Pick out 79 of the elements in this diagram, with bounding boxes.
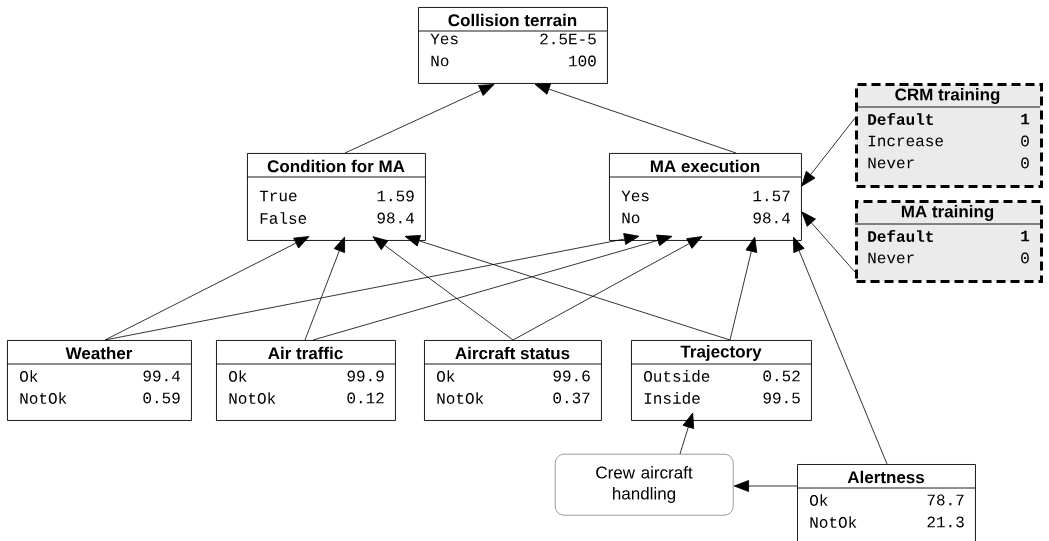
state-name: NotOk — [810, 516, 857, 528]
state-name: Ok — [20, 370, 38, 382]
node-title: Air traffic — [268, 346, 343, 360]
state-name: Outside — [644, 370, 710, 382]
network-node — [630, 340, 812, 421]
arrow — [801, 117, 856, 187]
state-name: False — [260, 212, 307, 224]
state-name: Yes — [621, 190, 649, 202]
state-value: 0.37 — [553, 392, 590, 404]
state-value: 99.5 — [763, 392, 800, 404]
state-name: No — [622, 212, 640, 224]
rounded-box — [555, 454, 734, 516]
network-node — [608, 153, 802, 241]
state-name: NotOk — [20, 392, 67, 404]
state-value: 78.7 — [927, 494, 964, 506]
state-name: No — [431, 55, 449, 67]
state-value: 0.52 — [763, 370, 800, 382]
state-value: 0.12 — [347, 392, 384, 404]
node-title: Collision terrain — [448, 13, 577, 27]
state-value: 0 — [1021, 135, 1029, 147]
network-node — [215, 340, 396, 421]
network-node — [423, 340, 602, 421]
network-node — [796, 464, 976, 541]
state-value: 99.6 — [553, 370, 590, 382]
state-value: 99.4 — [143, 370, 180, 382]
state-name: Ok — [810, 494, 828, 506]
state-value: 1.57 — [753, 190, 790, 202]
state-name: Yes — [430, 33, 458, 45]
state-value: 0 — [1021, 252, 1029, 264]
arrow — [733, 480, 798, 492]
state-name: Never — [868, 252, 914, 264]
state-name: Ok — [437, 370, 455, 382]
node-title: CRM training — [895, 88, 1000, 104]
arrow — [104, 233, 640, 341]
state-value: 1.59 — [377, 190, 414, 202]
state-value: 0 — [1021, 157, 1029, 169]
state-value: 98.4 — [753, 212, 790, 224]
arrow — [729, 236, 758, 341]
state-name: Never — [868, 157, 914, 169]
arrow — [679, 412, 695, 455]
node-title: Weather — [65, 346, 133, 360]
arrow — [534, 83, 737, 154]
arrow — [104, 236, 310, 341]
state-name: Increase — [868, 135, 943, 147]
arrow — [312, 234, 673, 341]
decision-node — [854, 83, 1043, 188]
arrow — [793, 236, 888, 465]
state-value: 1 — [1021, 113, 1030, 125]
state-name: Default — [868, 230, 933, 242]
node-title: MA execution — [650, 159, 760, 173]
state-value: 21.3 — [927, 516, 964, 528]
state-name: Ok — [229, 370, 247, 382]
node-title: Condition for MA — [267, 159, 405, 173]
state-value: 98.4 — [377, 212, 414, 224]
node-label: Crew aircraft handling — [596, 466, 693, 503]
arrow — [404, 235, 731, 341]
decision-node — [854, 200, 1043, 283]
network-node — [246, 153, 426, 241]
node-title: Alertness — [847, 470, 925, 484]
arrow — [512, 236, 703, 341]
node-title: Aircraft status — [455, 346, 570, 360]
node-title: MA training — [901, 205, 994, 221]
state-name: Default — [868, 113, 933, 125]
arrow — [304, 236, 345, 341]
network-node — [6, 340, 192, 421]
state-value: 99.9 — [347, 370, 384, 382]
state-name: NotOk — [437, 392, 484, 404]
arrow — [372, 236, 514, 341]
state-value: 0.59 — [143, 392, 180, 404]
state-name: Inside — [644, 392, 700, 404]
state-value: 100 — [569, 55, 596, 67]
arrow — [801, 211, 856, 273]
state-value: 1 — [1021, 230, 1030, 242]
arrow — [344, 84, 495, 154]
network-node — [417, 7, 608, 84]
state-name: True — [259, 190, 297, 202]
state-name: NotOk — [229, 392, 276, 404]
state-value: 2.5E-5 — [540, 33, 596, 45]
node-title: Trajectory — [680, 345, 762, 361]
